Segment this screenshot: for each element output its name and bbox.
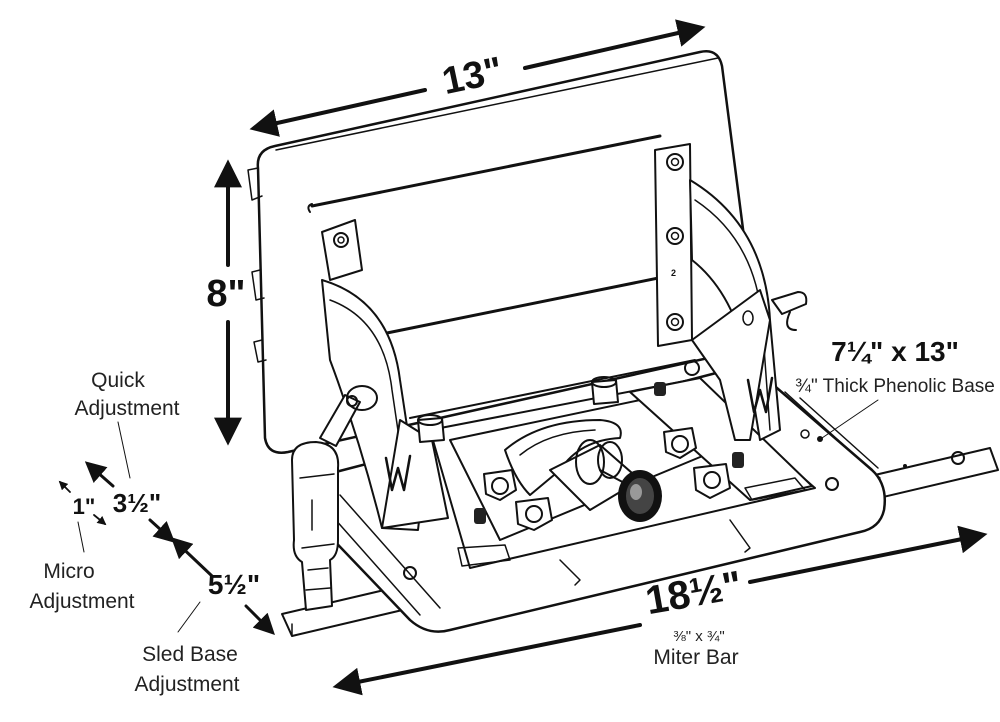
sled-label-line2: Adjustment bbox=[134, 673, 239, 696]
miter-bar-label: Miter Bar bbox=[653, 646, 738, 669]
micro-label-line2: Adjustment bbox=[29, 590, 134, 613]
quick-label-line1: Quick bbox=[91, 369, 145, 392]
quick-label-line2: Adjustment bbox=[74, 397, 179, 420]
center-clamp bbox=[417, 376, 744, 531]
height-dimension: 8" bbox=[206, 273, 245, 315]
sled-label-line1: Sled Base bbox=[142, 643, 238, 666]
base-size-dimension: 7¼" x 13" bbox=[831, 336, 959, 367]
miter-bar-size: ⅜" x ¾" bbox=[673, 628, 725, 645]
right-bracket: 2 bbox=[654, 143, 808, 441]
base-description: ¾" Thick Phenolic Base bbox=[795, 376, 995, 397]
bracket-number: 2 bbox=[671, 268, 676, 278]
handle bbox=[291, 385, 378, 611]
left-bracket bbox=[321, 219, 449, 531]
sled-dimension: 5½" bbox=[208, 569, 260, 600]
leader-lines bbox=[77, 399, 879, 633]
width-dimension: 13" bbox=[439, 49, 507, 103]
quick-dimension: 3½" bbox=[113, 488, 161, 518]
micro-label-line1: Micro bbox=[43, 560, 94, 583]
dimension-arrows bbox=[58, 19, 988, 696]
micro-dimension: 1" bbox=[73, 494, 96, 519]
